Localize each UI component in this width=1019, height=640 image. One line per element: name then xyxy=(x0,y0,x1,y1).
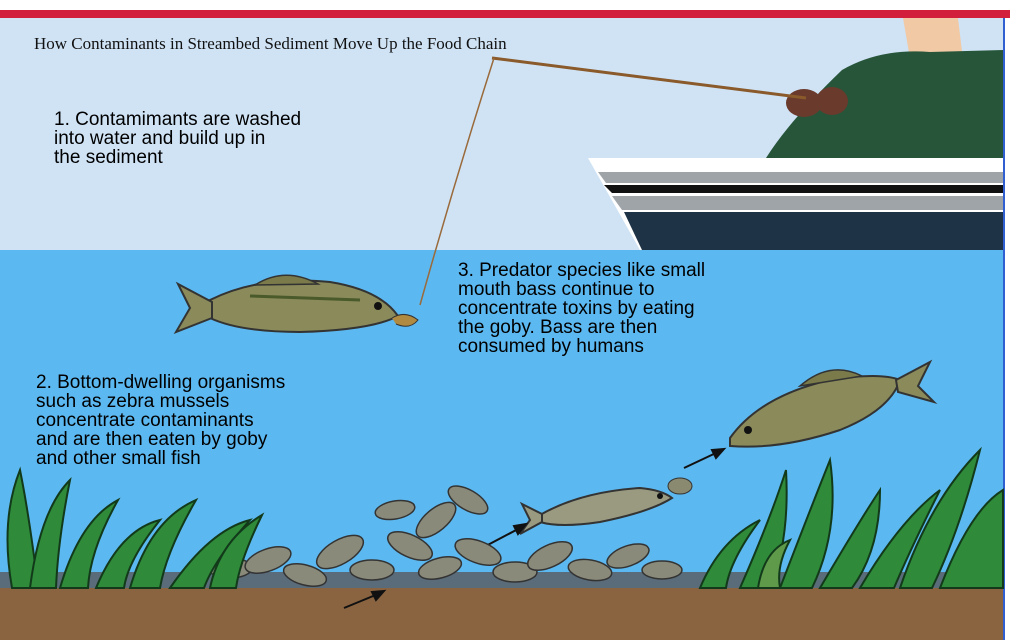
hooked-bass xyxy=(176,275,418,332)
fisherman-figure xyxy=(766,18,1003,158)
fishing-rod xyxy=(492,58,806,98)
diagram-title: How Contaminants in Streambed Sediment M… xyxy=(34,34,507,54)
swimming-bass xyxy=(730,362,934,447)
step-1-text: 1. Contamimants are washed into water an… xyxy=(54,110,301,167)
goby-fish xyxy=(520,478,692,534)
boat-hull xyxy=(588,158,1003,250)
step-3-text: 3. Predator species like small mouth bas… xyxy=(458,261,705,356)
step-2-text: 2. Bottom-dwelling organisms such as zeb… xyxy=(36,373,285,468)
aquatic-plants-left xyxy=(8,470,263,588)
aquatic-plants-right xyxy=(700,450,1003,588)
food-chain-arrows xyxy=(344,449,724,608)
